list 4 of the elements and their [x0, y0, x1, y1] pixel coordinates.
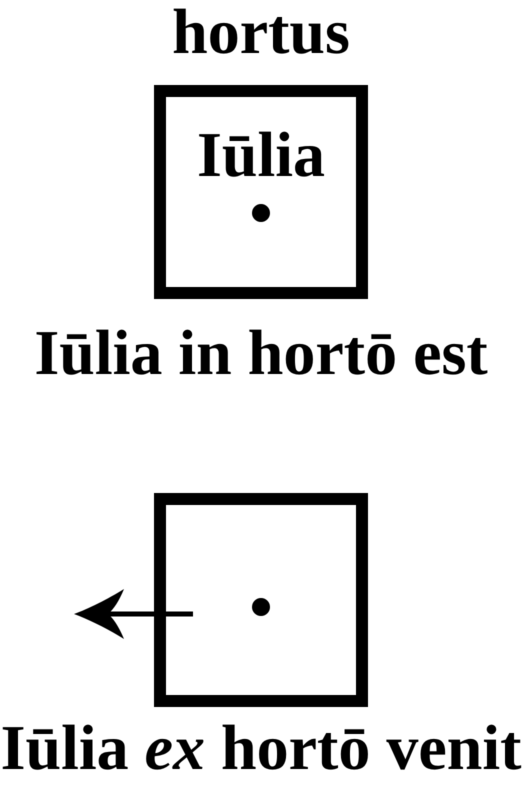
- box-heading: hortus: [172, 0, 350, 64]
- name-label: Iūlia: [196, 123, 326, 187]
- sentence-label: Iūlia in hortō est: [34, 321, 488, 385]
- sentence-label: Iūlia ex hortō venit: [0, 716, 522, 780]
